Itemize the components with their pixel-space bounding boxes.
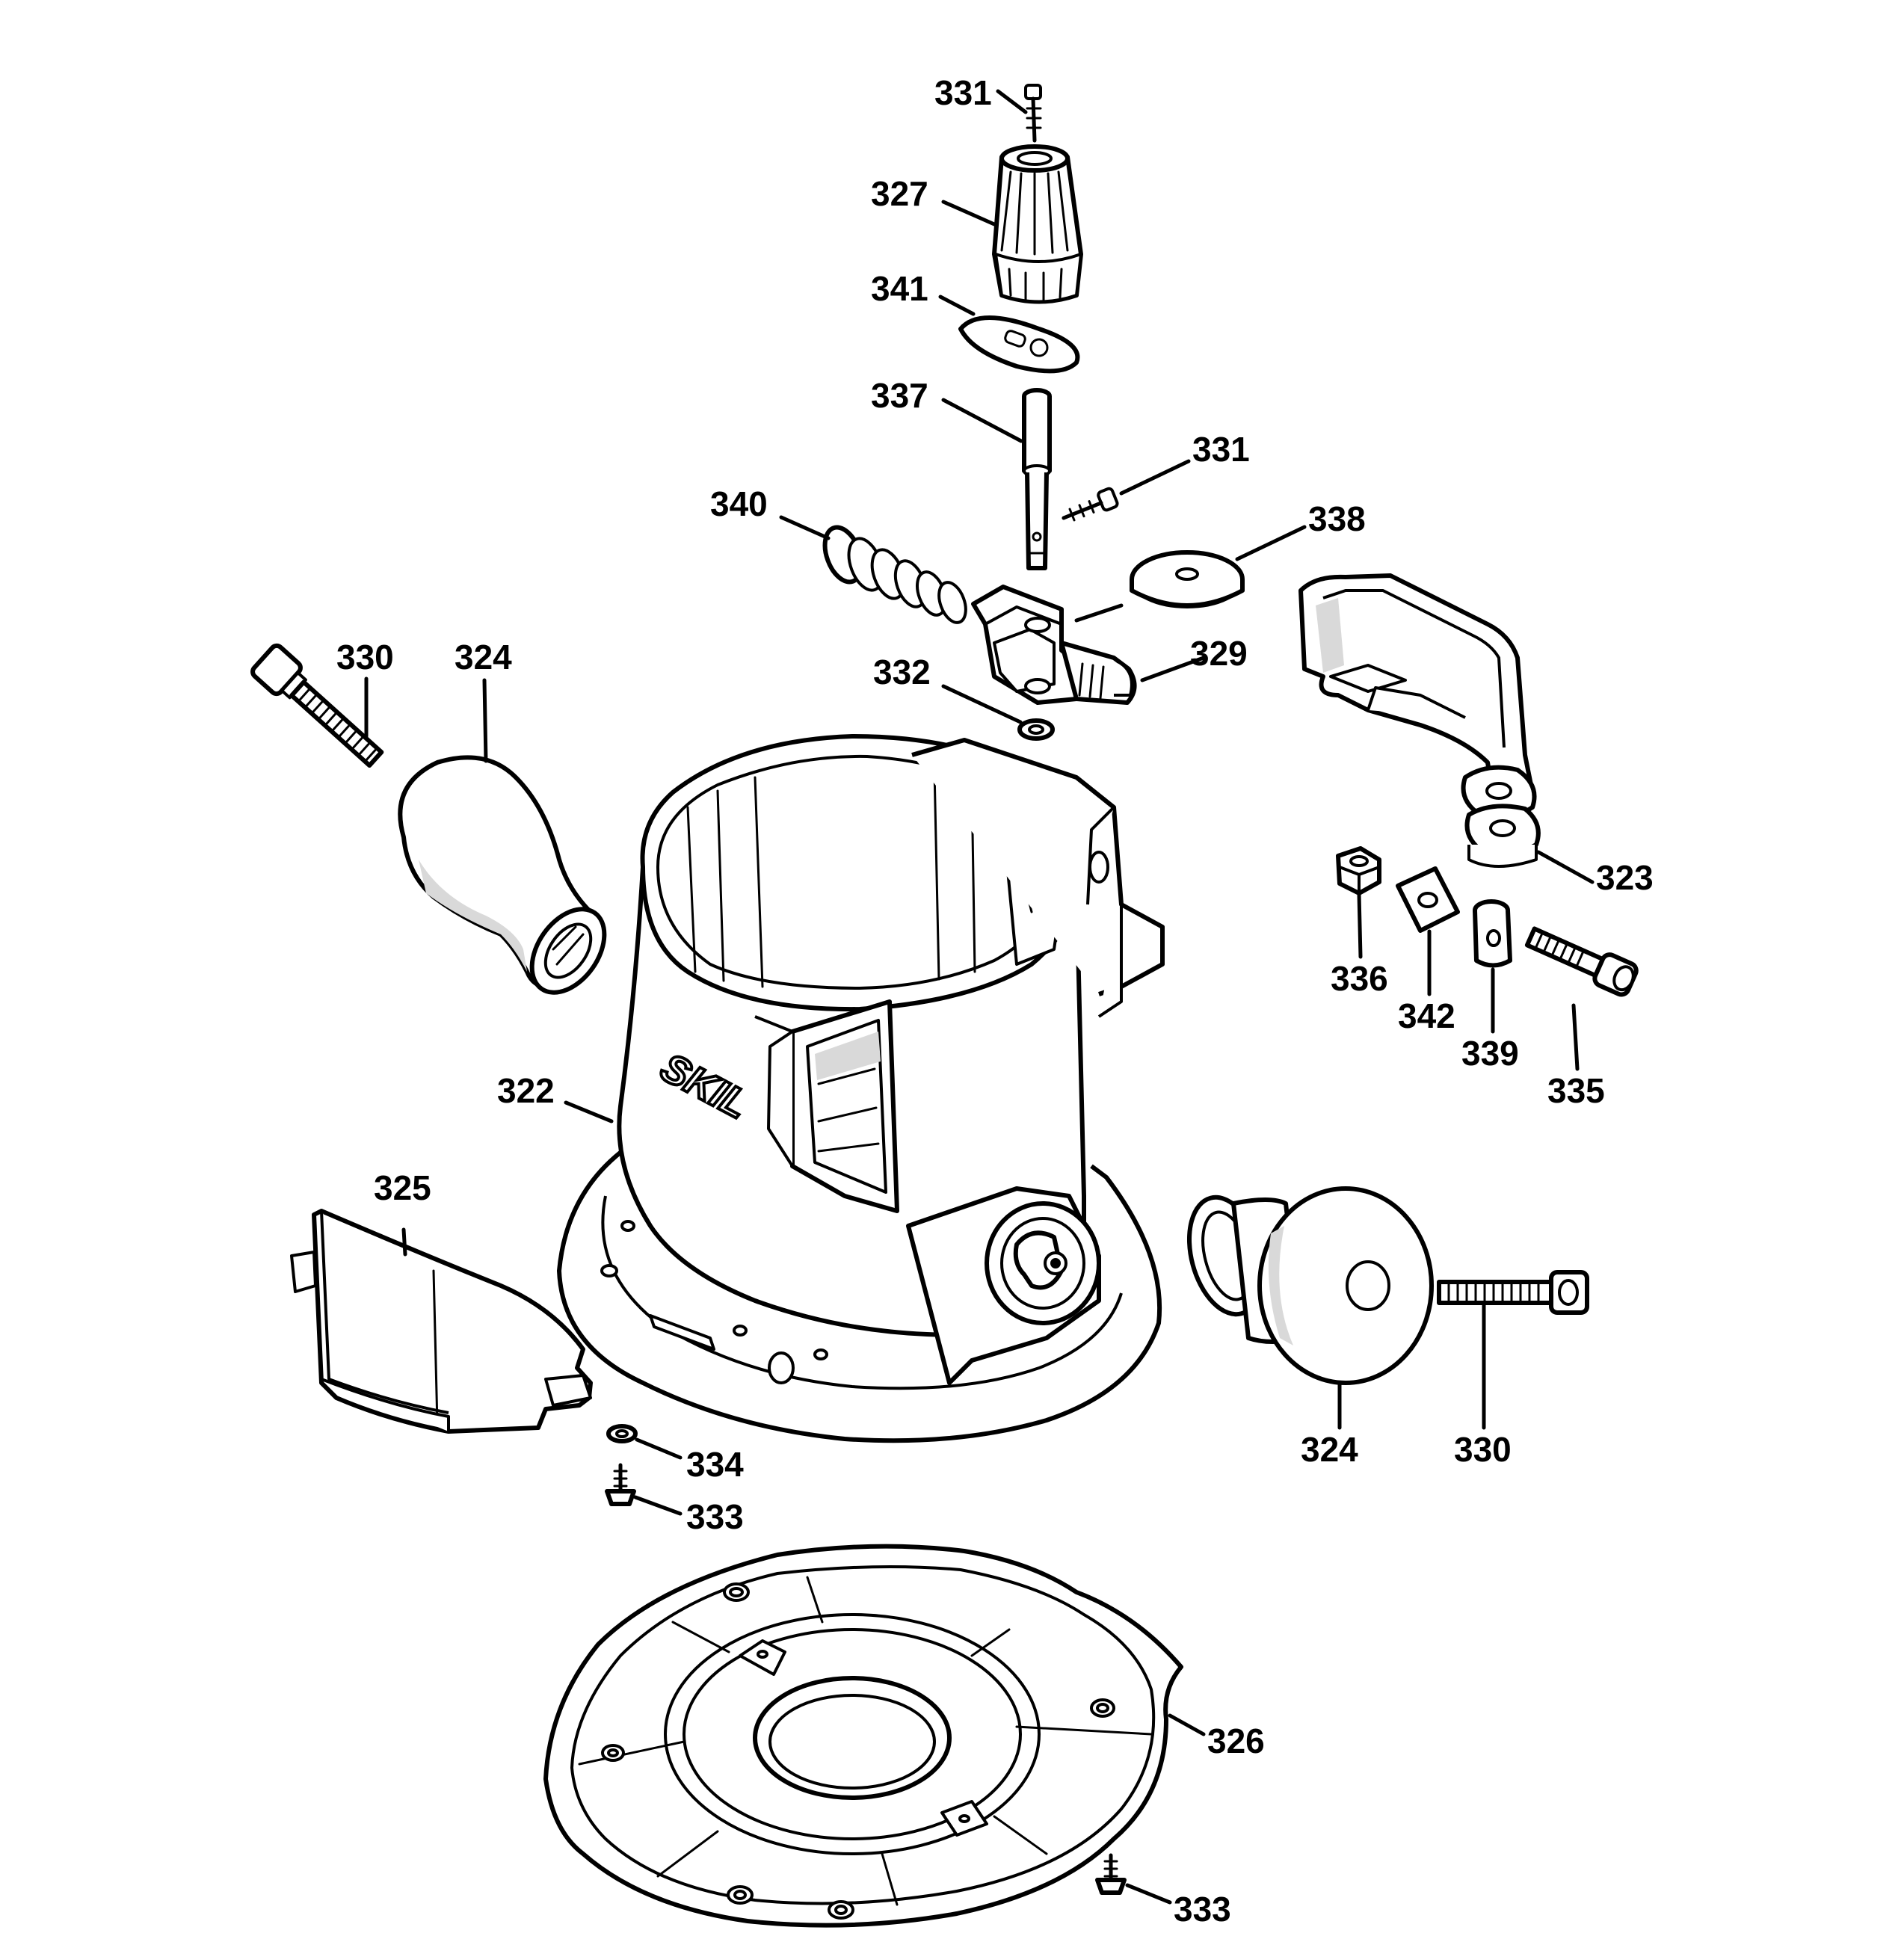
callout-322: 322	[497, 1071, 555, 1110]
callout-334: 334	[686, 1445, 744, 1484]
callout-325: 325	[374, 1168, 431, 1207]
part-337-adjustment-post	[1022, 388, 1052, 570]
callout-337: 337	[871, 376, 928, 415]
part-323-handle-bracket	[1298, 573, 1541, 868]
callout-339: 339	[1461, 1034, 1519, 1073]
callout-326: 326	[1207, 1721, 1265, 1760]
part-327-depth-knob	[992, 144, 1083, 304]
part-324-right-knob	[1186, 1186, 1434, 1385]
part-338-washer	[1130, 550, 1245, 608]
callout-330-left: 330	[336, 638, 394, 676]
callout-323: 323	[1596, 858, 1654, 897]
part-330-right-bolt	[1437, 1270, 1589, 1315]
callout-331-mid: 331	[1192, 430, 1250, 469]
part-333-lower-screw	[1095, 1853, 1127, 1895]
callout-340: 340	[710, 484, 768, 523]
part-326-sub-base	[543, 1544, 1183, 1928]
part-340-spring	[822, 525, 967, 624]
part-333-upper-screw	[605, 1463, 636, 1506]
part-339-barrel-nut	[1473, 899, 1512, 968]
callout-labels: 331 327 341 337 331 340 338 330 324 332 …	[336, 73, 1654, 1929]
callout-324-left: 324	[455, 638, 512, 676]
callout-324-right: 324	[1301, 1430, 1358, 1469]
leader-lines	[364, 89, 1595, 1905]
part-330-left-bolt	[250, 643, 384, 768]
part-332-lock-washer	[1017, 718, 1055, 741]
part-322-router-base: SKIL	[557, 734, 1165, 1443]
part-335-bolt	[1524, 926, 1639, 997]
part-324-left-handle	[398, 755, 607, 995]
callout-331-top: 331	[934, 73, 992, 112]
part-342-square-plate	[1396, 866, 1460, 933]
part-334-washer	[606, 1424, 638, 1443]
callout-338: 338	[1308, 499, 1366, 538]
callout-341: 341	[871, 269, 928, 308]
callout-327: 327	[871, 174, 928, 213]
callout-342: 342	[1398, 996, 1455, 1035]
callout-330-right: 330	[1454, 1430, 1512, 1469]
part-336-nut	[1336, 846, 1381, 896]
part-341-index-plate	[958, 315, 1080, 374]
part-331-mid-screw	[1062, 487, 1119, 522]
callout-333-upper: 333	[686, 1497, 744, 1536]
callout-336: 336	[1331, 959, 1388, 998]
callout-335: 335	[1547, 1071, 1605, 1110]
callout-332: 332	[873, 653, 931, 691]
callout-333-lower: 333	[1174, 1890, 1231, 1929]
part-329-lock-bracket	[971, 585, 1137, 705]
part-331-top-screw	[1024, 84, 1042, 143]
callout-329: 329	[1190, 634, 1248, 673]
part-325-chip-shield	[290, 1209, 593, 1434]
